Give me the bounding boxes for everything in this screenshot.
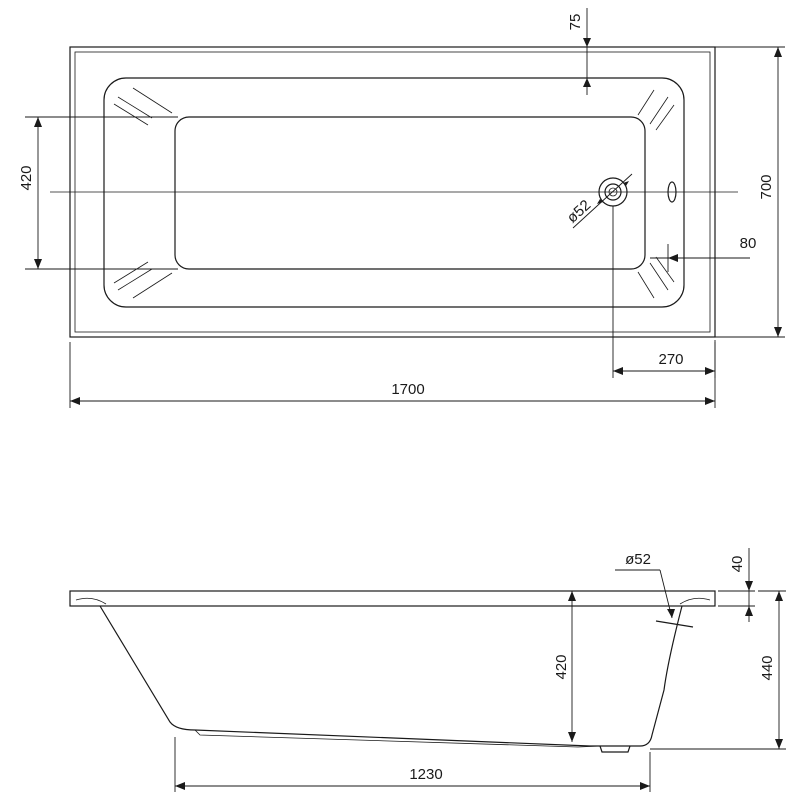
side-view: ø52 40 440 420 <box>69 548 786 792</box>
rim-edge-detail-right <box>679 597 711 605</box>
total-height-label: 440 <box>759 655 776 680</box>
overflow-diameter-label: ø52 <box>625 551 651 568</box>
drain-diameter-dimension: ø52 <box>564 173 633 229</box>
total-width-dimension: 700 <box>715 46 785 338</box>
floor-width-dimension: 420 <box>18 116 178 270</box>
drain-foot <box>599 745 631 753</box>
bottom-length-dimension: 1230 <box>174 737 651 792</box>
drain-diameter-label: ø52 <box>564 197 595 227</box>
overflow-diameter-dimension: ø52 <box>615 551 675 619</box>
basin-profile <box>99 605 683 747</box>
basin-bottom-foot <box>194 729 601 748</box>
inner-depth-dimension: 420 <box>553 591 576 742</box>
rim-profile <box>69 590 716 607</box>
corner-slope-lines <box>113 87 675 299</box>
overflow-hole-side <box>655 620 694 628</box>
top-view: 75 420 700 ø52 <box>18 8 785 408</box>
overflow-offset-label: 80 <box>740 235 757 252</box>
rim-thickness-dimension: 40 <box>718 548 755 622</box>
rim-offset-label: 75 <box>567 14 584 31</box>
total-length-label: 1700 <box>391 381 424 398</box>
drain-offset-dimension: 270 <box>612 206 716 378</box>
drain-offset-label: 270 <box>658 351 683 368</box>
overflow-hole-top <box>667 181 677 203</box>
basin-floor-outline <box>174 116 646 270</box>
bottom-length-label: 1230 <box>409 766 442 783</box>
inner-basin-outline <box>103 77 685 308</box>
rim-edge-detail-left <box>75 597 107 605</box>
total-height-dimension: 440 <box>650 590 786 750</box>
rim-offset-dimension: 75 <box>567 8 591 95</box>
rim-thickness-label: 40 <box>729 556 746 573</box>
total-width-label: 700 <box>758 174 775 199</box>
inner-depth-label: 420 <box>553 654 570 679</box>
total-length-dimension: 1700 <box>69 342 716 408</box>
floor-width-label: 420 <box>18 165 35 190</box>
overflow-offset-dimension: 80 <box>650 235 756 272</box>
